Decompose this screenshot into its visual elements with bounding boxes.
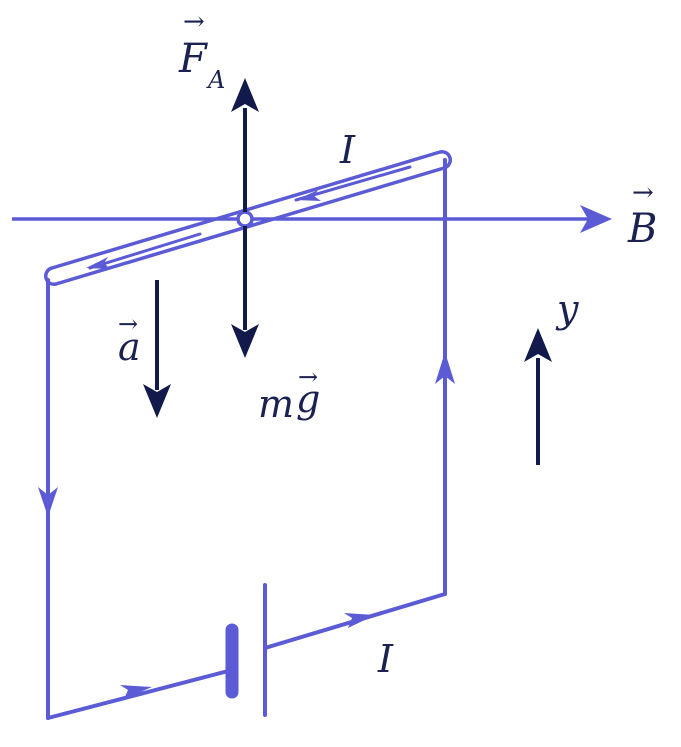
bottom-wire-left [46,668,234,720]
current-arrows [38,190,455,699]
force-vectors [143,78,552,465]
bottom-right-arrow-icon [344,613,375,628]
ampere-force-subscript: A [206,66,225,94]
conducting-rod [44,150,452,286]
y-axis-label: y [555,287,579,331]
current-label-top: I [339,128,356,172]
acceleration-vector-arrow: → [118,310,138,338]
gravity-vector-arrow: → [298,363,318,391]
ampere-force-vector-arrow: → [183,7,205,37]
current-label-bottom: I [377,637,394,681]
gravity-force-arrowhead-icon [231,324,259,358]
rod-arrow-lower-icon [86,257,110,269]
ampere-force-label: F [178,36,208,82]
rod-current-line-lower [88,232,202,270]
magnetic-field-vector [12,205,612,233]
bottom-left-arrow-icon [120,685,152,699]
rod-center-point [236,210,254,228]
magnetic-field-arrowhead-icon [580,205,612,233]
gravity-label-m: m [258,382,294,426]
acceleration-arrowhead-icon [143,384,171,418]
right-wire-arrow-up-icon [435,352,455,384]
y-axis-arrowhead-icon [524,328,552,362]
gravity-label-g: g [296,377,320,421]
left-wire-arrow-down-icon [38,487,58,517]
magnetic-field-vector-arrow: → [632,178,654,208]
rod-arrow-upper-icon [296,190,321,201]
magnetic-field-label: B [627,206,657,252]
labels: → F A I → B → a m → g y I [118,7,657,681]
battery [225,583,267,717]
acceleration-label: a [118,325,141,369]
ampere-force-arrowhead-icon [231,78,259,112]
circuit [44,150,452,720]
